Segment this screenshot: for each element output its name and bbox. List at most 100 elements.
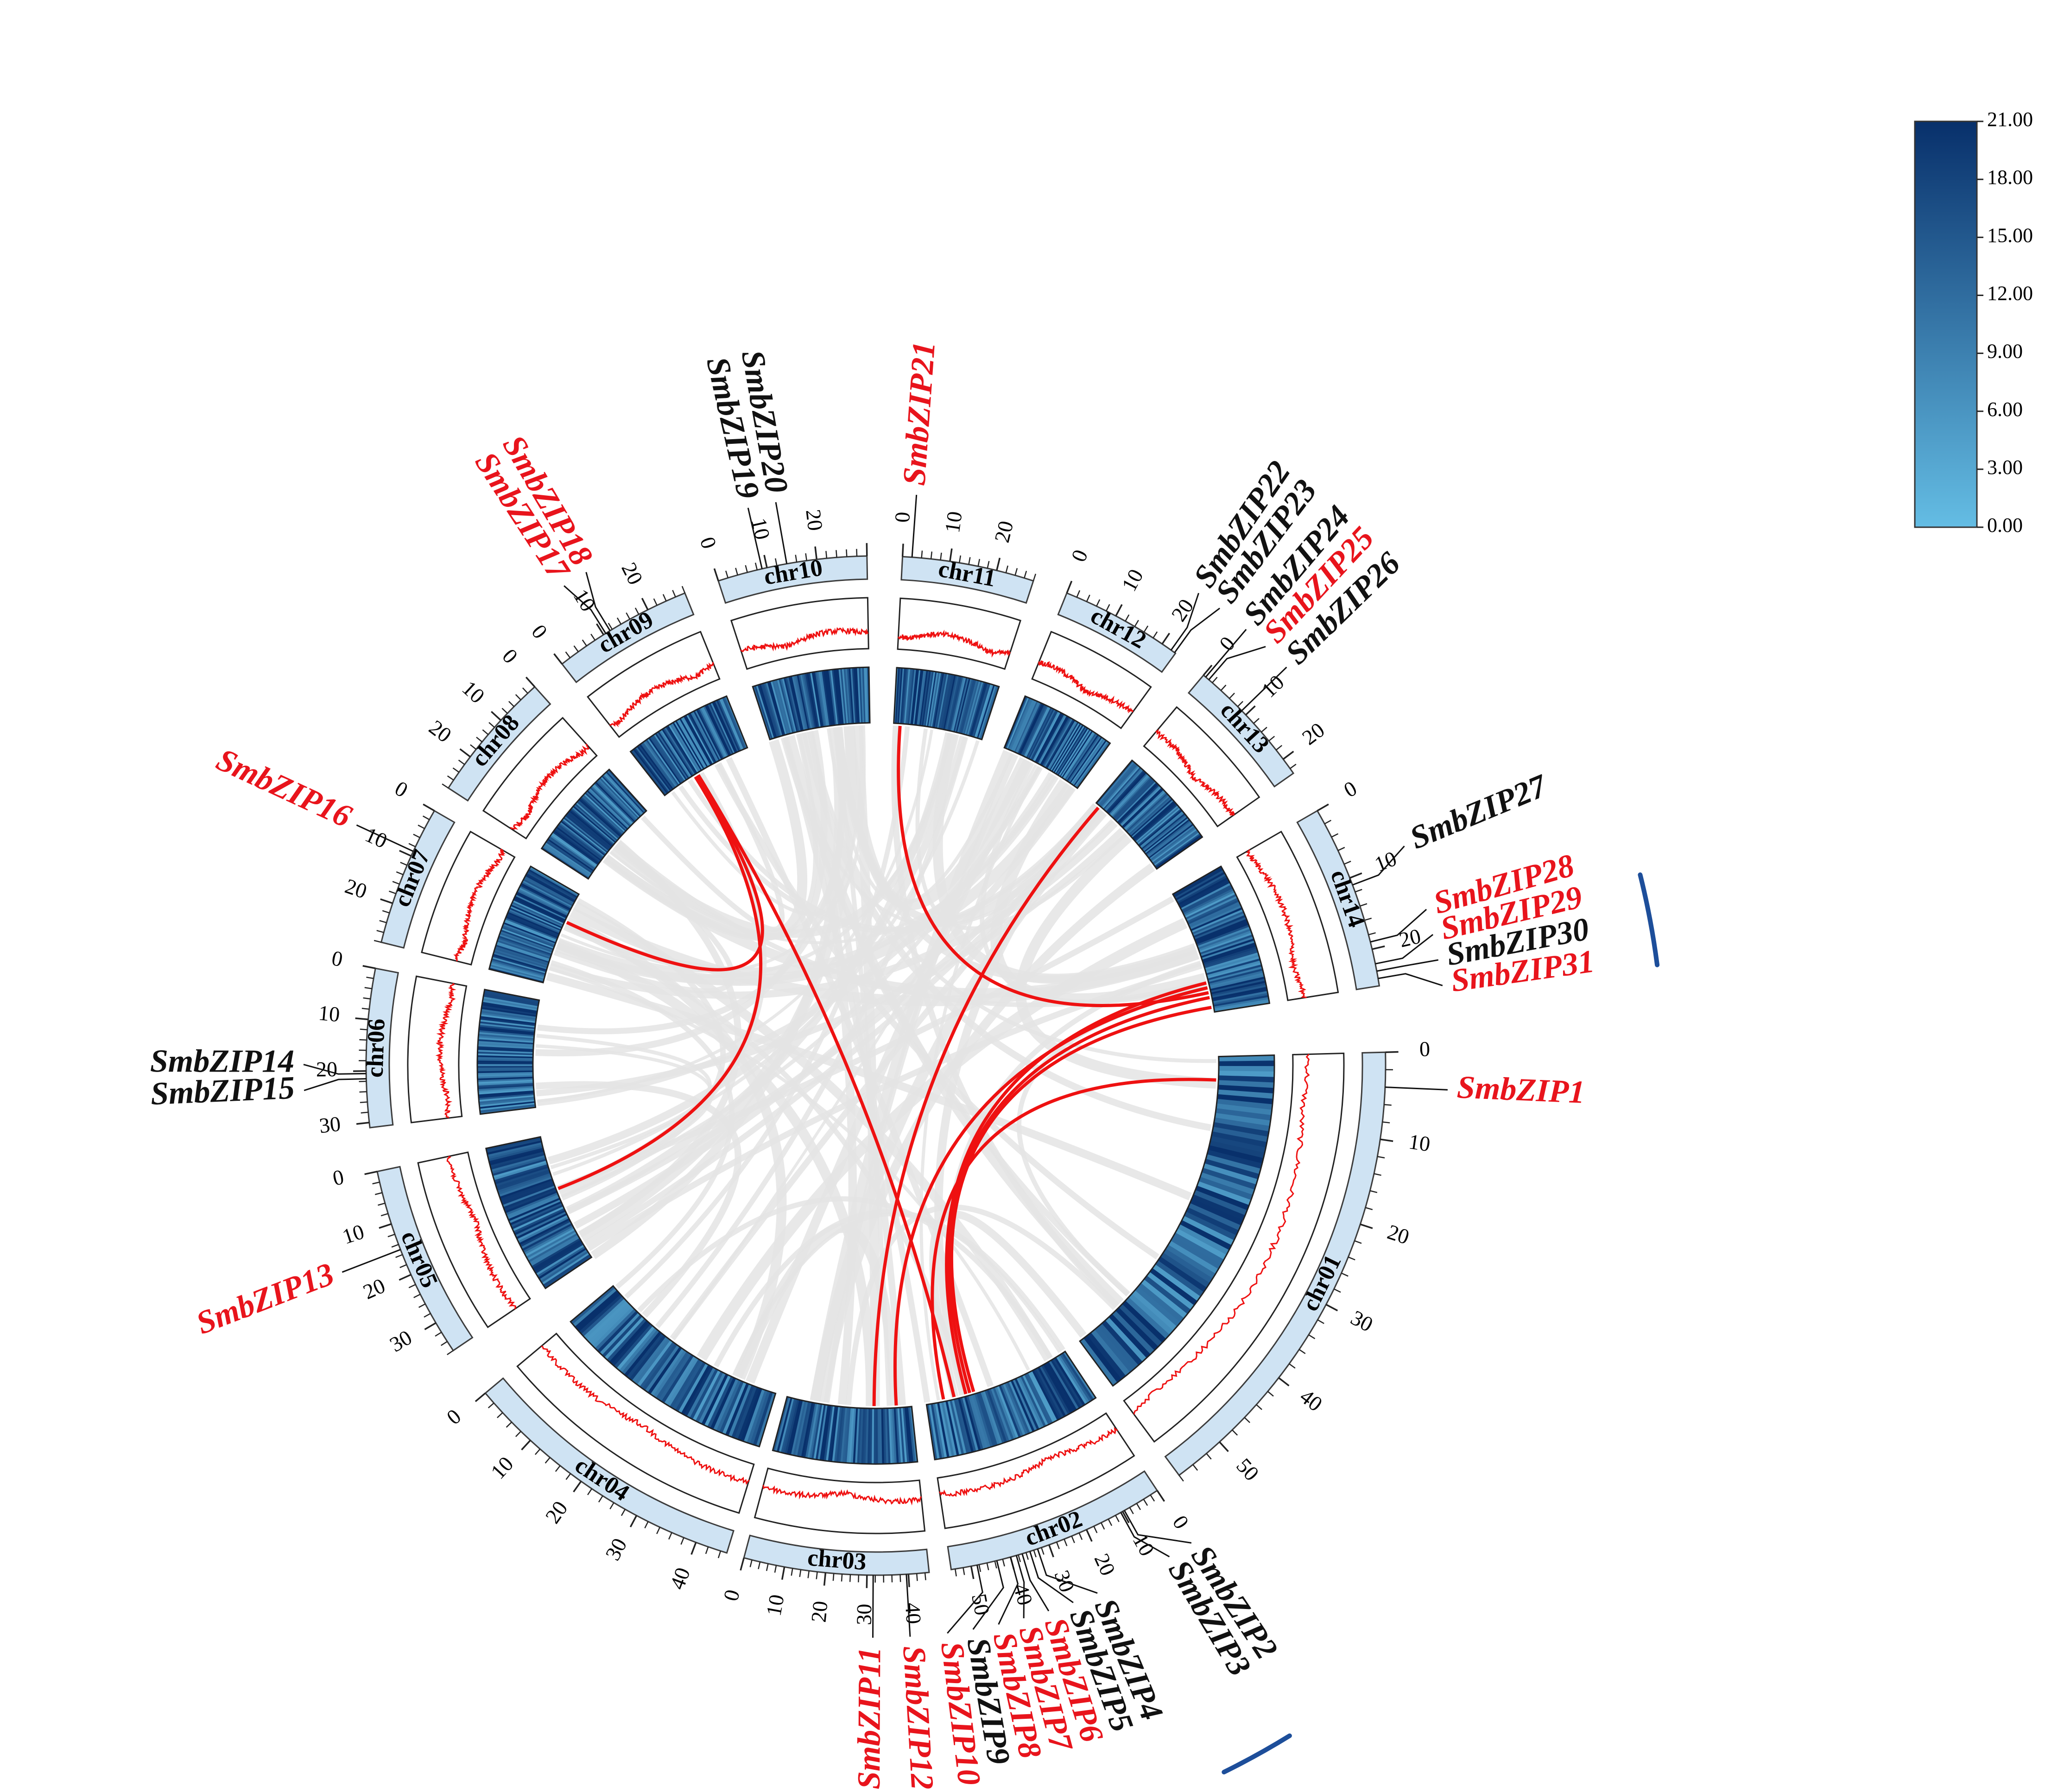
heatmap-cell bbox=[1215, 1113, 1271, 1127]
tick-mark bbox=[656, 1527, 661, 1534]
heatmap-cell bbox=[1046, 1362, 1077, 1411]
heatmap-cell bbox=[529, 1235, 579, 1265]
tick-mark bbox=[949, 548, 953, 562]
tracks-chr13 bbox=[1095, 706, 1260, 870]
heatmap-cell bbox=[922, 670, 931, 726]
heatmap-cell bbox=[1125, 1297, 1170, 1339]
heatmap-cell bbox=[1146, 1272, 1194, 1310]
heatmap-cell bbox=[687, 1367, 716, 1418]
tick-mark bbox=[399, 1274, 412, 1281]
heatmap-cell bbox=[477, 1073, 533, 1077]
heatmap-cell bbox=[832, 1406, 841, 1462]
tracks-chr08 bbox=[482, 717, 647, 880]
tick-mark bbox=[1066, 581, 1073, 593]
heatmap-cell bbox=[722, 697, 745, 750]
heatmap-cell bbox=[774, 1397, 791, 1452]
heatmap-cell bbox=[1111, 776, 1152, 818]
gene-label: SmbZIP21 bbox=[896, 341, 942, 487]
heatmap-cell bbox=[507, 912, 560, 935]
tick-label: 20 bbox=[1089, 1550, 1120, 1579]
heatmap-cell bbox=[1194, 917, 1247, 940]
heatmap-cell bbox=[689, 713, 717, 763]
density-frame bbox=[1123, 1053, 1345, 1443]
heatmap-cell bbox=[477, 1064, 533, 1066]
heatmap-cell bbox=[477, 1072, 533, 1075]
heatmap-cell bbox=[1054, 725, 1085, 774]
gene-leader-line bbox=[775, 502, 788, 564]
heatmap-frame bbox=[752, 666, 871, 741]
chromosome-label: chr10 bbox=[762, 555, 824, 590]
heatmap-cell bbox=[678, 719, 707, 768]
tick-mark bbox=[356, 1122, 370, 1125]
heatmap-cell bbox=[1026, 707, 1052, 758]
heatmap-cell bbox=[624, 1331, 662, 1377]
heatmap-cell bbox=[493, 952, 547, 970]
chromosome-label: chr06 bbox=[361, 1018, 390, 1078]
heatmap-cell bbox=[1187, 897, 1239, 923]
heatmap-cell bbox=[569, 810, 613, 847]
tick-mark bbox=[598, 1495, 603, 1502]
heatmap-cell bbox=[648, 737, 682, 784]
background-link bbox=[929, 1210, 1087, 1398]
heatmap-cell bbox=[1142, 814, 1187, 851]
tick-label: 20 bbox=[806, 1600, 832, 1623]
tick-mark bbox=[1212, 676, 1218, 683]
density-frame bbox=[587, 631, 721, 738]
heatmap-cell bbox=[1175, 1228, 1227, 1260]
heatmap-cell bbox=[1066, 734, 1099, 782]
heatmap-cell bbox=[1134, 804, 1178, 842]
tick-mark bbox=[1076, 590, 1081, 598]
heatmap-cell bbox=[502, 925, 555, 946]
heatmap-cell bbox=[1110, 775, 1150, 817]
heatmap-cell bbox=[769, 681, 786, 736]
tick-mark bbox=[1108, 1519, 1113, 1526]
tick-label: 20 bbox=[1385, 1220, 1412, 1249]
tick-label: 10 bbox=[569, 585, 600, 616]
gene-leader-line bbox=[342, 1249, 401, 1273]
heatmap-cell bbox=[525, 874, 575, 903]
heatmap-cell bbox=[1106, 770, 1145, 813]
heatmap-cell bbox=[652, 734, 685, 782]
tick-mark bbox=[1278, 1377, 1290, 1387]
heatmap-cell bbox=[1180, 883, 1231, 910]
heatmap-cell bbox=[668, 724, 699, 773]
tick-mark bbox=[1289, 1363, 1296, 1369]
tick-label: 10 bbox=[457, 676, 489, 708]
heatmap-cell bbox=[1124, 791, 1166, 831]
heatmap-cell bbox=[1134, 1287, 1181, 1327]
heatmap-cell bbox=[632, 1337, 669, 1383]
heatmap-cell bbox=[785, 1399, 800, 1454]
heatmap-cell bbox=[490, 963, 545, 979]
heatmap-cell bbox=[1041, 716, 1070, 766]
heatmap-cell bbox=[594, 782, 634, 824]
heatmap-cell bbox=[479, 1025, 535, 1033]
heatmap-cell bbox=[690, 1369, 719, 1420]
heatmap-cell bbox=[1139, 810, 1183, 847]
heatmap-cell bbox=[799, 1402, 812, 1457]
tick-mark bbox=[1317, 1319, 1324, 1324]
heatmap-cell bbox=[477, 1048, 533, 1053]
tick-label: 10 bbox=[1117, 565, 1148, 595]
heatmap-cell bbox=[506, 1194, 559, 1218]
heatmap-cell bbox=[757, 684, 776, 738]
heatmap-cell bbox=[512, 902, 564, 926]
heatmap-cell bbox=[479, 1028, 535, 1036]
heatmap-cell bbox=[684, 1366, 714, 1417]
heatmap-cell bbox=[903, 1407, 910, 1463]
density-line bbox=[541, 1345, 750, 1485]
heatmap-cell bbox=[854, 668, 859, 724]
heatmap-cell bbox=[1063, 731, 1095, 779]
heatmap-cell bbox=[775, 679, 792, 734]
gene-leader-line bbox=[1170, 593, 1199, 651]
chromosome-label: chr05 bbox=[396, 1227, 443, 1292]
background-link bbox=[556, 783, 1075, 986]
tick-mark bbox=[396, 871, 404, 876]
heatmap-cell bbox=[1102, 766, 1140, 809]
heatmap-cell bbox=[1175, 871, 1225, 901]
segmental-duplication-link bbox=[897, 726, 1209, 1007]
heatmap-cell bbox=[817, 1405, 828, 1460]
heatmap-cell bbox=[1016, 1377, 1042, 1429]
heatmap-cell bbox=[675, 720, 705, 770]
heatmap-cell bbox=[1184, 892, 1236, 919]
